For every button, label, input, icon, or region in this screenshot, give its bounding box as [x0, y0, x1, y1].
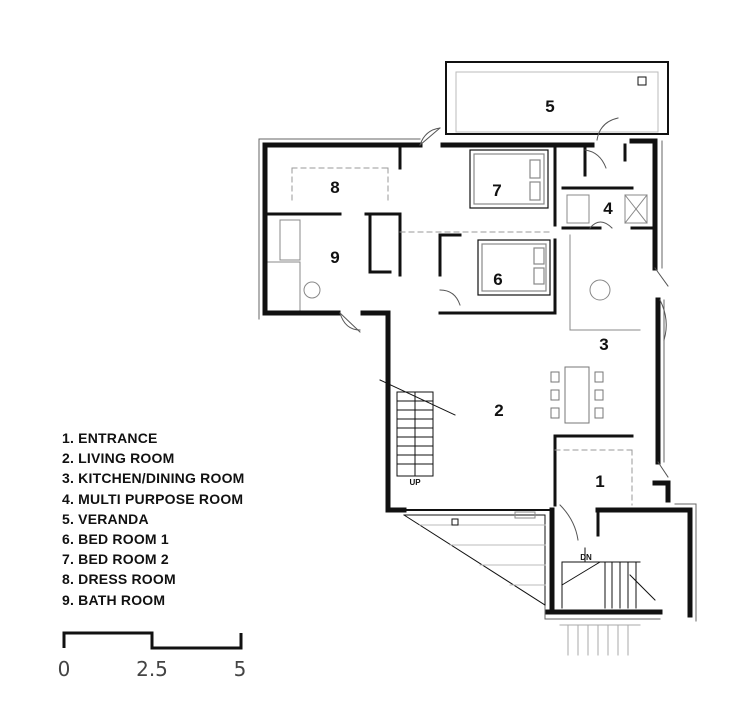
kitchen-counter: [566, 194, 648, 331]
stair-down-label: DN: [580, 553, 592, 562]
room-2-number: 2: [494, 401, 503, 420]
exterior-wall-outline: [258, 138, 697, 622]
stair-up-label: UP: [409, 478, 421, 487]
front-terrace: [403, 511, 546, 606]
stairs-up: [379, 379, 456, 477]
bath-fixtures: [267, 219, 321, 311]
room-7-number: 7: [492, 181, 501, 200]
room-5-number: 5: [545, 97, 554, 116]
room-4-number: 4: [603, 199, 613, 218]
stairs-down: [561, 547, 656, 609]
veranda-outline: [445, 61, 669, 135]
bed-room-1-bed: [477, 239, 551, 296]
scale-tick-5: 5: [234, 657, 247, 681]
legend-item: 5. VERANDA: [62, 510, 149, 527]
exterior-walls: [262, 138, 693, 618]
legend-item: 6. BED ROOM 1: [62, 530, 169, 547]
room-9-number: 9: [330, 248, 339, 267]
legend-item: 4. MULTI PURPOSE ROOM: [62, 490, 244, 507]
room-1-number: 1: [595, 472, 604, 491]
legend-item: 2. LIVING ROOM: [62, 450, 175, 467]
scale-tick-0: 0: [58, 657, 71, 681]
room-3-number: 3: [599, 335, 608, 354]
scale-bar: 0 2.5 5: [58, 631, 247, 681]
legend-item: 3. KITCHEN/DINING ROOM: [62, 470, 245, 487]
hidden-lines: [291, 167, 633, 506]
room-6-number: 6: [493, 270, 502, 289]
dining-table: [550, 366, 604, 424]
legend-item: 9. BATH ROOM: [62, 591, 166, 608]
room-legend: 1. ENTRANCE 2. LIVING ROOM 3. KITCHEN/DI…: [62, 428, 245, 610]
legend-item: 8. DRESS ROOM: [62, 571, 176, 588]
scale-tick-2-5: 2.5: [136, 657, 168, 681]
door-swings: [339, 117, 669, 541]
room-8-number: 8: [330, 178, 339, 197]
interior-walls: [266, 143, 657, 537]
entry-steps: [559, 624, 641, 656]
legend-item: 7. BED ROOM 2: [62, 551, 169, 568]
bed-room-2-bed: [469, 149, 549, 209]
legend-item: 1. ENTRANCE: [62, 430, 158, 446]
